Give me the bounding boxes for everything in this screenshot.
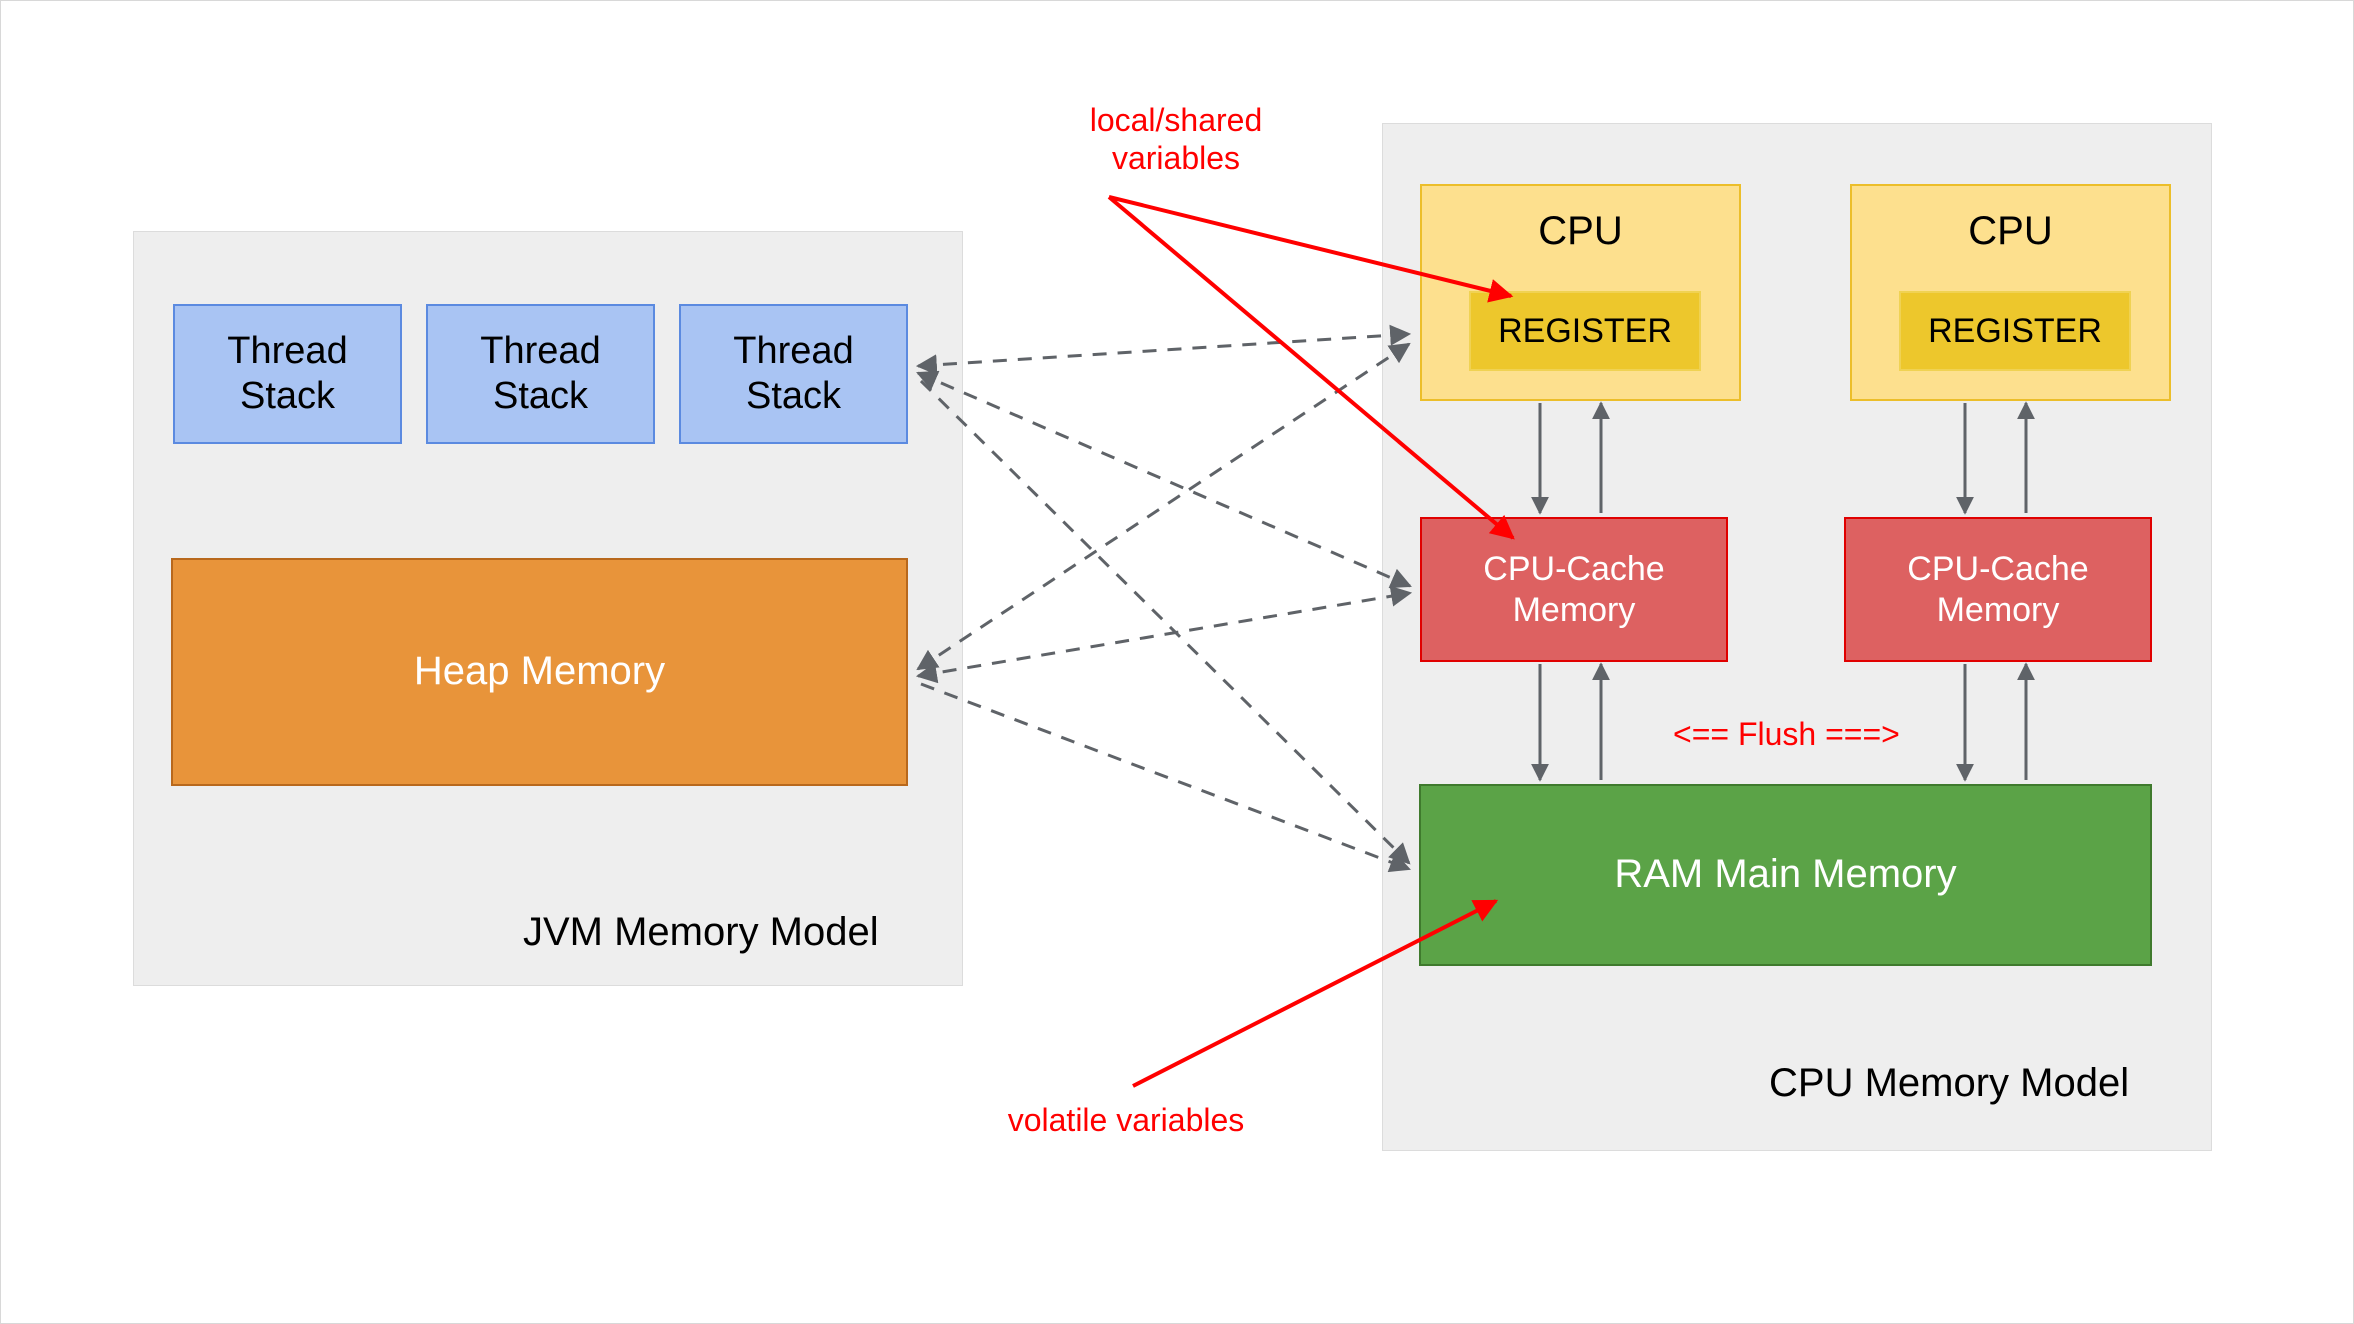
dashed-link-threadstack-register [915,324,1412,376]
dashed-link-heap-ram [920,682,1411,873]
dashed-link-threadstack-ram [919,379,1411,865]
dashed-link-heap-cache [915,585,1413,684]
volatile-variables-annotation: volatile variables [1007,1102,1245,1138]
jvm-panel-title: JVM Memory Model [523,910,879,954]
ram-main-memory-box: RAM Main Memory [1419,784,2152,966]
register-box-1: REGISTER [1469,291,1701,371]
heap-memory-box: Heap Memory [171,558,908,786]
dashed-link-threadstack-cache [916,370,1412,589]
cpu-label-2: CPU [1968,209,2053,253]
dashed-link-heap-register [916,342,1411,671]
cpu-box-2: CPU REGISTER [1850,184,2171,401]
cpu-label-1: CPU [1538,209,1623,253]
cpu-box-1: CPU REGISTER [1420,184,1741,401]
flush-label: <== Flush ===> [1673,716,1900,752]
cpu-panel-title: CPU Memory Model [1769,1061,2130,1105]
register-box-2: REGISTER [1899,291,2131,371]
